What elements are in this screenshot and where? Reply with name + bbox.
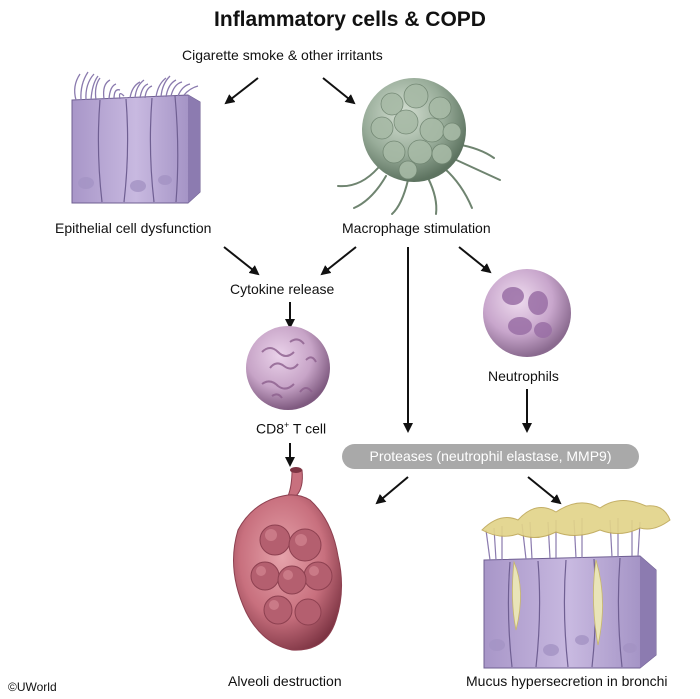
arrow-proteases-to-mucus xyxy=(527,476,562,505)
cd8-text: CD8 xyxy=(256,420,285,437)
arrow-epithelium-to-cytokine xyxy=(223,246,260,276)
copyright-credit: ©UWorld xyxy=(8,680,57,694)
arrow-proteases-to-alveoli xyxy=(375,476,409,505)
arrow-macrophage-to-neutrophils xyxy=(458,246,492,274)
mucus-epithelium-illustration xyxy=(481,500,671,669)
label-cigarette-smoke: Cigarette smoke & other irritants xyxy=(182,47,383,63)
label-cd8-t-cell: CD8+ T cell xyxy=(256,420,326,437)
label-mucus-hypersecretion: Mucus hypersecretion in bronchi xyxy=(466,673,668,689)
arrow-smoke-to-epithelium xyxy=(224,77,259,105)
diagram-title: Inflammatory cells & COPD xyxy=(214,8,486,31)
arrow-macrophage-to-cytokine xyxy=(320,246,357,276)
cd8-t-cell-illustration xyxy=(246,326,330,410)
label-neutrophils: Neutrophils xyxy=(488,368,559,384)
proteases-pill: Proteases (neutrophil elastase, MMP9) xyxy=(342,444,639,469)
cd8-superscript: + xyxy=(284,420,290,430)
arrow-smoke-to-macrophage xyxy=(322,77,356,105)
label-alveoli-destruction: Alveoli destruction xyxy=(228,673,342,689)
label-epithelial-dysfunction: Epithelial cell dysfunction xyxy=(55,220,212,236)
label-cytokine-release: Cytokine release xyxy=(230,281,335,297)
t-cell-text: T cell xyxy=(289,420,327,437)
epithelial-cells-illustration xyxy=(71,71,201,204)
alveoli-illustration xyxy=(233,467,343,651)
macrophage-illustration xyxy=(337,78,501,215)
label-macrophage-stimulation: Macrophage stimulation xyxy=(342,220,491,236)
flow-arrows xyxy=(223,77,562,505)
neutrophil-illustration xyxy=(483,269,571,357)
